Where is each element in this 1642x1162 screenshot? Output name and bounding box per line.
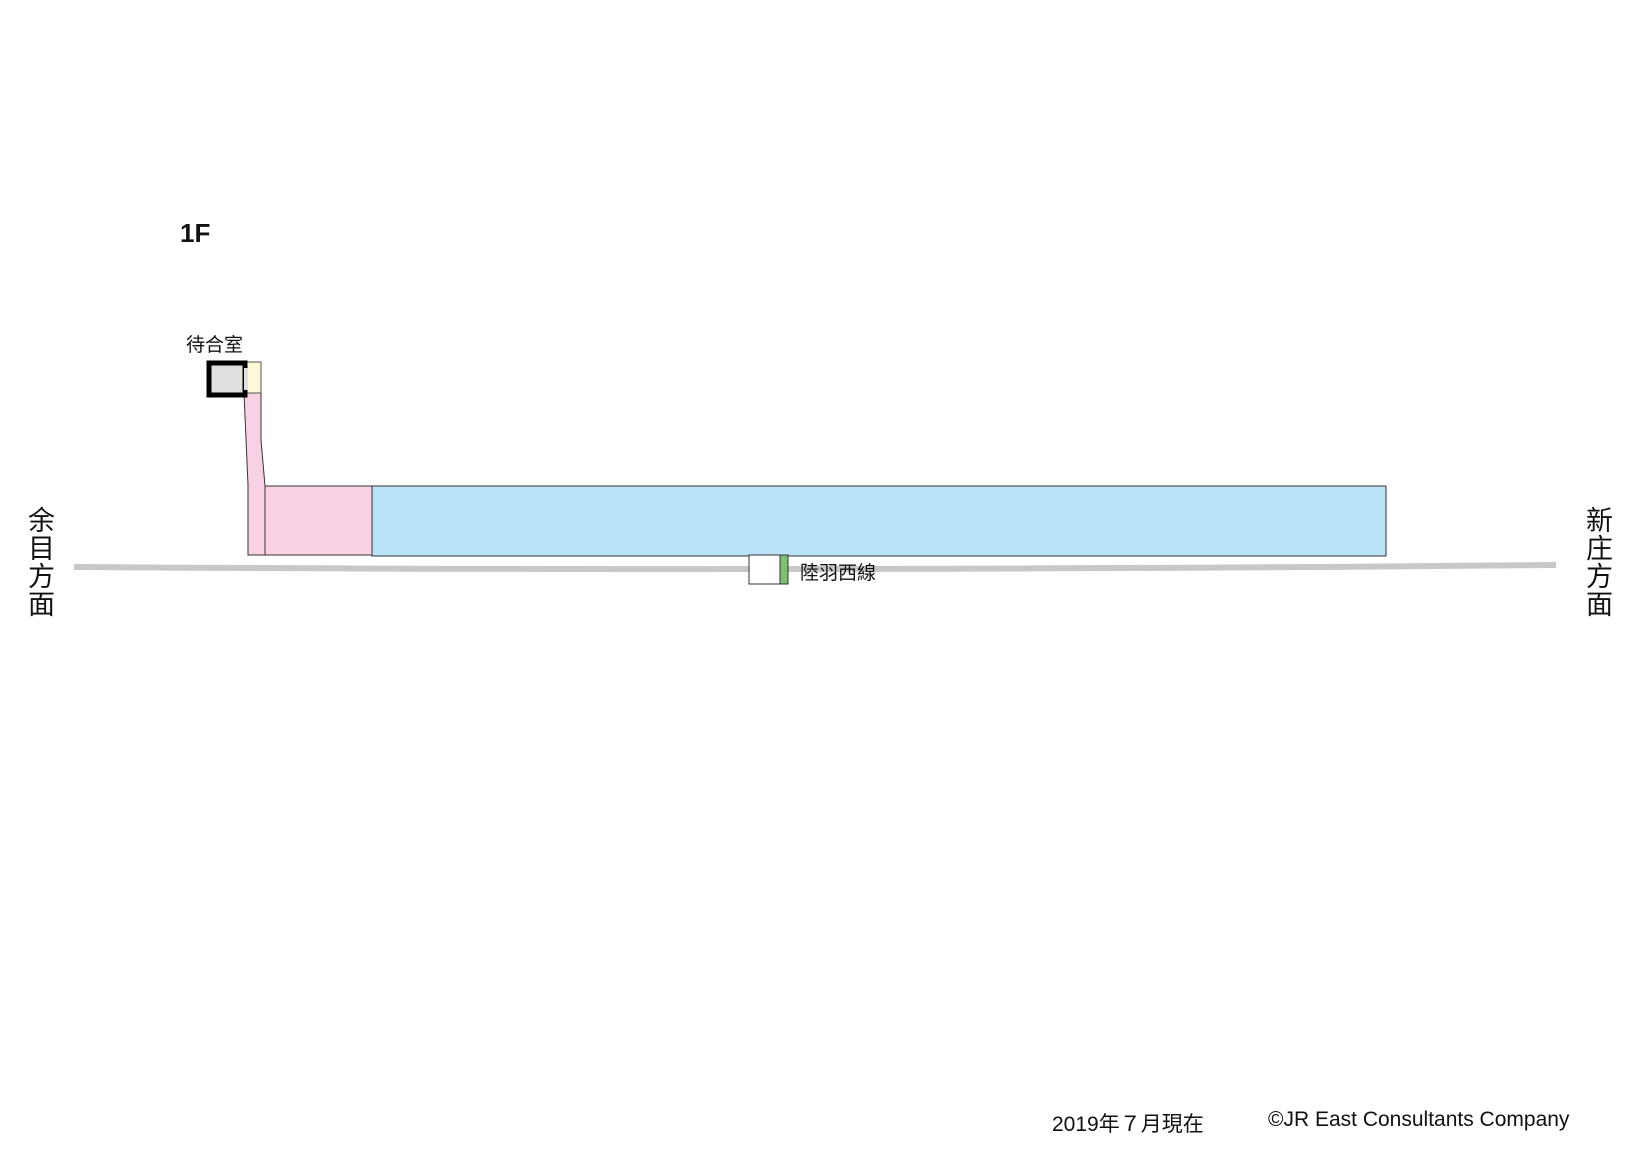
access-path bbox=[243, 392, 266, 556]
footer-date: 2019年７月現在 bbox=[1052, 1113, 1204, 1136]
waiting-room-label: 待合室 bbox=[186, 334, 244, 356]
railway-track bbox=[73, 562, 1557, 573]
passage-area bbox=[264, 485, 373, 556]
line-color-strip bbox=[779, 554, 789, 585]
floor-label: 1F bbox=[180, 218, 211, 248]
direction-right-label: 新庄方面 bbox=[1581, 506, 1612, 618]
waiting-room-entrance bbox=[245, 361, 262, 394]
waiting-room bbox=[206, 360, 248, 398]
footer-copyright: ©JR East Consultants Company bbox=[1268, 1108, 1570, 1131]
line-name-label: 陸羽西線 bbox=[800, 562, 877, 584]
platform bbox=[371, 485, 1387, 557]
direction-left-label: 余目方面 bbox=[23, 506, 54, 618]
